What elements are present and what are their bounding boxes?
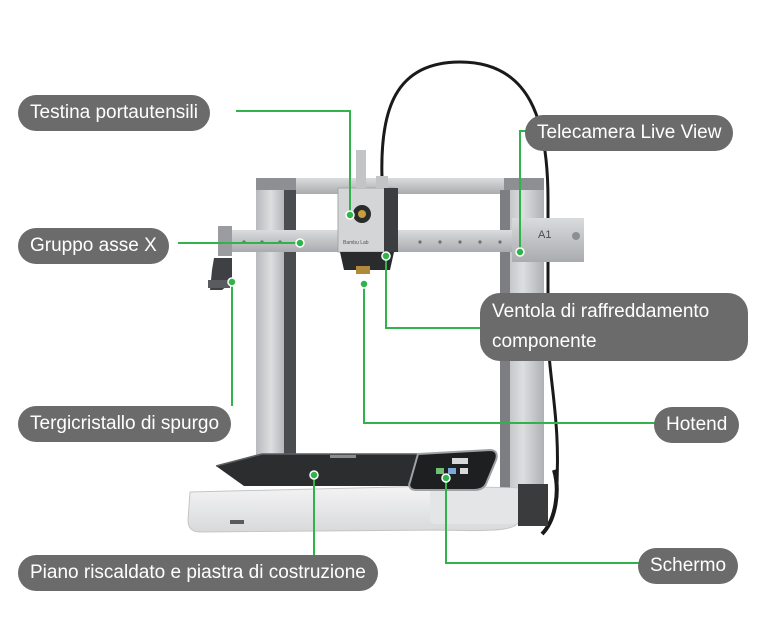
label-purge-wiper: Tergicristallo di spurgo [18, 406, 232, 442]
hotend-nozzle-part [340, 252, 394, 270]
label-tool-head: Testina portautensili [18, 95, 210, 131]
model-badge: A1 [538, 229, 551, 241]
label-part-cooling-fan-line2: componente [492, 331, 597, 352]
head-brand: Bambu Lab [343, 240, 369, 246]
heat-bed [216, 454, 470, 486]
label-screen: Schermo [638, 548, 739, 584]
label-part-cooling-fan-line1: Ventola di raffreddamento [492, 301, 710, 322]
label-x-axis: Gruppo asse X [18, 228, 169, 264]
label-heatbed: Piano riscaldato e piastra di costruzion… [18, 555, 378, 591]
label-live-view-camera: Telecamera Live View [525, 115, 734, 151]
base-foot-right [518, 484, 548, 526]
label-part-cooling-fan: Ventola di raffreddamento componente [480, 293, 748, 361]
label-hotend: Hotend [654, 407, 740, 443]
